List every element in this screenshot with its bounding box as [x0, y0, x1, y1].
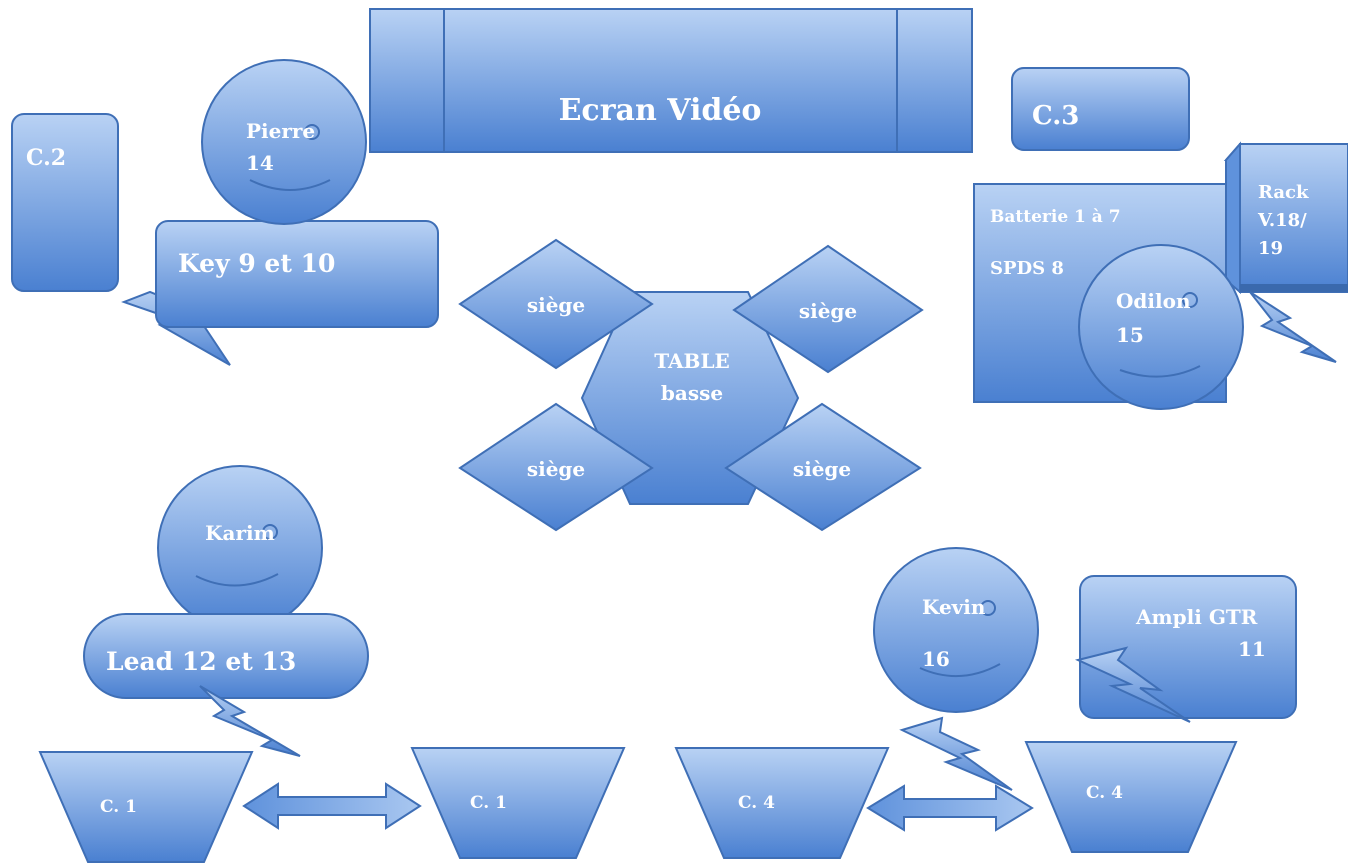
seat-label-top-left: siège: [527, 293, 585, 317]
odilon-channel: 15: [1116, 323, 1144, 347]
seat-top-right: [732, 244, 924, 374]
wedge-c4-right-label: C. 4: [1086, 783, 1123, 803]
coffee-table: [580, 291, 800, 505]
seat-label-top-right: siège: [799, 299, 857, 323]
coffee-table-area: TABLE basse siège siège siège siège: [458, 238, 924, 532]
video-screen-label: Ecran Vidéo: [559, 93, 762, 128]
wedge-c1-right: C. 1: [410, 747, 626, 859]
keyboard-label: Key 9 et 10: [178, 249, 335, 278]
monitor-c3: C.3: [1011, 67, 1190, 151]
rack: Rack V.18/ 19: [1223, 141, 1348, 295]
pierre-name: Pierre: [246, 119, 315, 143]
seat-top-left: [458, 238, 654, 370]
video-screen: Ecran Vidéo: [369, 8, 973, 153]
karim-name: Karim: [205, 521, 275, 545]
drums-label: Batterie 1 à 7: [990, 207, 1121, 227]
keyboard-position: Key 9 et 10: [121, 220, 439, 366]
double-arrow-c4: [866, 784, 1034, 832]
musician-pierre: Pierre 14: [201, 59, 367, 225]
odilon-name: Odilon: [1116, 289, 1191, 313]
pierre-channel: 14: [246, 151, 274, 175]
rack-label-3: 19: [1258, 238, 1283, 259]
odilon-bolt: [1249, 291, 1337, 363]
wedge-c1-left-label: C. 1: [100, 797, 137, 817]
lead-guitar-position: Lead 12 et 13: [83, 613, 369, 699]
table-label-2: basse: [661, 381, 723, 405]
wedge-c4-right: C. 4: [1024, 741, 1238, 853]
wedge-c4-left: C. 4: [674, 747, 890, 859]
lead-bolt: [199, 685, 301, 757]
rack-label-1: Rack: [1258, 182, 1309, 203]
guitar-amp: Ampli GTR 11: [1079, 575, 1297, 719]
seat-label-bottom-left: siège: [527, 457, 585, 481]
monitor-c3-label: C.3: [1032, 101, 1079, 131]
musician-kevin: Kevin 16: [873, 547, 1039, 713]
amp-label: Ampli GTR: [1135, 605, 1258, 629]
rack-label-2: V.18/: [1257, 210, 1307, 231]
seat-label-bottom-right: siège: [793, 457, 851, 481]
monitor-c2: C.2: [11, 113, 119, 292]
kevin-channel: 16: [922, 647, 950, 671]
seat-bottom-right: [724, 402, 922, 532]
seat-bottom-left: [458, 402, 654, 532]
musician-odilon: Odilon 15: [1078, 244, 1244, 410]
musician-karim: Karim: [157, 465, 323, 631]
kevin-name: Kevin: [922, 595, 986, 619]
table-label-1: TABLE: [654, 349, 730, 373]
wedge-c1-right-label: C. 1: [470, 793, 507, 813]
lead-label: Lead 12 et 13: [106, 647, 296, 676]
double-arrow-c1: [242, 782, 422, 830]
amp-bolt: [1075, 646, 1191, 723]
amp-channel: 11: [1238, 637, 1266, 661]
monitor-c2-label: C.2: [26, 145, 66, 171]
kevin-bolt: [899, 716, 1013, 791]
wedge-c1-left: C. 1: [38, 751, 254, 863]
wedge-c4-left-label: C. 4: [738, 793, 775, 813]
spds-label: SPDS 8: [990, 258, 1064, 279]
